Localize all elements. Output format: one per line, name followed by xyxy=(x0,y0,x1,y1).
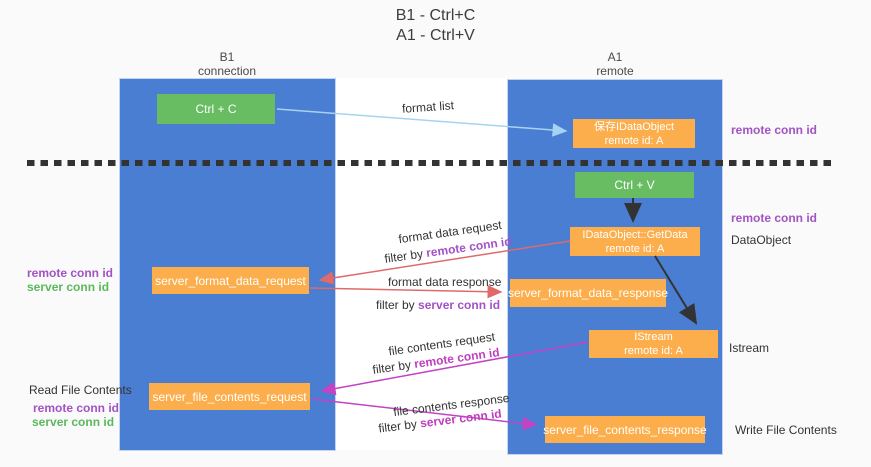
lane-b1-title: B1 xyxy=(219,50,235,64)
node-save-idataobject: 保存IDataObject remote id: A xyxy=(573,119,695,148)
node-ctrl-c: Ctrl + C xyxy=(157,94,275,124)
lane-header-b1: B1 connection xyxy=(152,50,302,78)
lane-a1-subtitle: remote xyxy=(596,64,634,78)
right-label-dataobject: DataObject xyxy=(731,233,792,247)
right-label-write-file-contents: Write File Contents xyxy=(735,423,837,437)
node-ctrl-c-label: Ctrl + C xyxy=(195,102,237,116)
node-server-format-data-request: server_format_data_request xyxy=(152,267,309,294)
node-server-format-data-request-label: server_format_data_request xyxy=(155,273,306,288)
left-label-server-conn-id-top: server conn id xyxy=(27,280,110,294)
right-label-istream: Istream xyxy=(729,341,770,355)
server-conn-id-text: server conn id xyxy=(418,298,501,312)
node-server-file-contents-request-label: server_file_contents_request xyxy=(152,389,307,404)
lane-header-a1: A1 remote xyxy=(540,50,690,78)
filter-by-text: filter by xyxy=(376,298,419,312)
left-label-remote-conn-id-bottom: remote conn id xyxy=(33,401,120,415)
lane-b1-subtitle: connection xyxy=(197,64,257,78)
diagram-title-line2: A1 - Ctrl+V xyxy=(396,27,475,44)
node-getdata-line1: IDataObject::GetData xyxy=(582,228,688,241)
node-istream-line2: remote id: A xyxy=(624,345,683,357)
node-getdata-line2: remote id: A xyxy=(605,242,665,255)
flow-label-format-data-response: format data response xyxy=(388,275,502,289)
left-label-remote-conn-id-top: remote conn id xyxy=(27,266,114,280)
node-ctrl-v-label: Ctrl + V xyxy=(614,178,655,192)
node-server-file-contents-request: server_file_contents_request xyxy=(149,383,310,410)
node-save-idataobject-line2: remote id: A xyxy=(604,134,664,147)
node-save-idataobject-line1: 保存IDataObject xyxy=(593,120,675,133)
node-ctrl-v: Ctrl + V xyxy=(575,172,694,198)
lane-a1-title: A1 xyxy=(607,50,623,64)
left-label-read-file-contents: Read File Contents xyxy=(29,383,132,397)
left-label-server-conn-id-bottom: server conn id xyxy=(32,415,115,429)
node-istream: IStream remote id: A xyxy=(589,330,718,358)
node-server-file-contents-response: server_file_contents_response xyxy=(543,416,707,443)
right-label-remote-conn-id-mid: remote conn id xyxy=(731,211,818,225)
right-label-remote-conn-id-top: remote conn id xyxy=(731,123,818,137)
flow-filter-format-response: filter by server conn id xyxy=(376,298,500,312)
node-server-format-data-response-label: server_format_data_response xyxy=(507,286,669,300)
node-server-format-data-response: server_format_data_response xyxy=(507,279,669,307)
node-idataobject-getdata: IDataObject::GetData remote id: A xyxy=(570,227,700,256)
diagram-title-line1: B1 - Ctrl+C xyxy=(395,7,476,24)
node-server-file-contents-response-label: server_file_contents_response xyxy=(543,422,707,437)
node-istream-line1: IStream xyxy=(634,331,673,343)
